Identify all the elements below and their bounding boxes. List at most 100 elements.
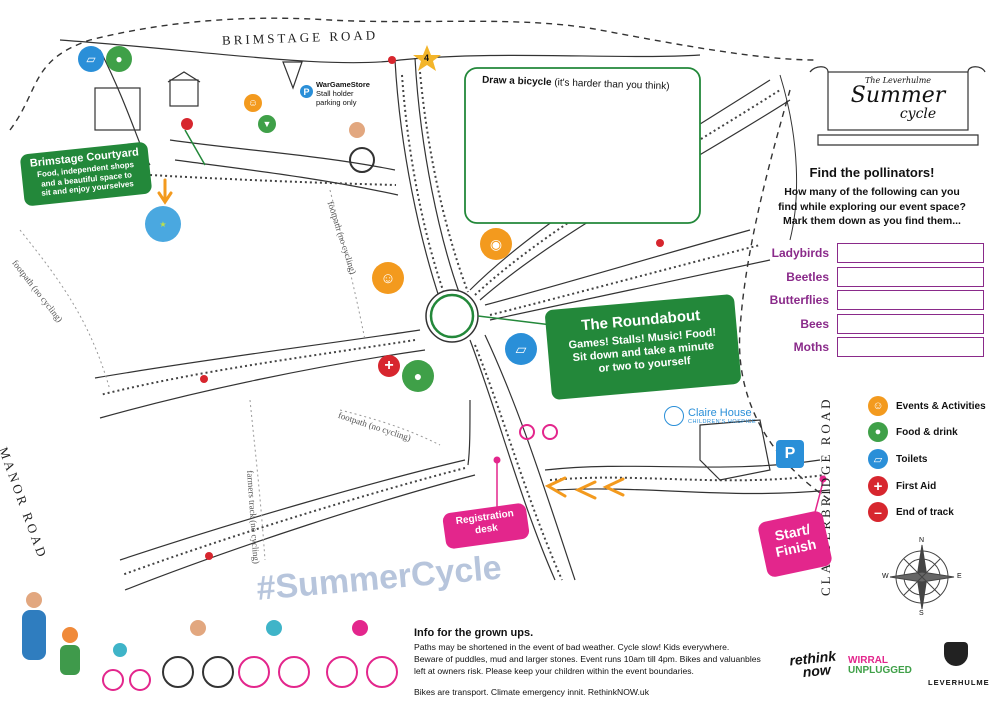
brimstage-road	[59, 39, 701, 64]
legend-toilets: ▱ Toilets	[868, 449, 927, 469]
food-drink-icon-centre: ●	[402, 360, 434, 392]
wirral-unplugged-badge: ★	[145, 206, 181, 242]
star-number: 4	[424, 53, 430, 63]
compass-rose	[889, 544, 955, 610]
draw-bicycle-box	[464, 67, 701, 224]
info-grown-ups: Info for the grown ups. Paths may be sho…	[414, 626, 784, 699]
claire-house-name: Claire House	[688, 407, 752, 419]
start-road-bottom	[554, 488, 831, 495]
pollinator-row-moths: Moths	[752, 337, 984, 357]
pollinator-row-beetles: Beetles	[752, 267, 984, 287]
unplugged-word: UNPLUGGED	[848, 665, 912, 676]
pollinator-count-field[interactable]	[837, 267, 984, 287]
route-arrows	[157, 178, 625, 500]
pollinator-row-bees: Bees	[752, 314, 984, 334]
pollinators-line2: find while exploring our event space?	[778, 200, 966, 213]
southwest-road-bottom	[124, 474, 476, 591]
bicycle-activity-icon: ◉	[480, 228, 512, 260]
pollinators-panel: Find the pollinators! How many of the fo…	[752, 165, 992, 229]
logo-pre: The Leverhulme	[864, 76, 932, 85]
logo-title2: cycle	[899, 106, 937, 122]
toilet-legend-icon: ▱	[868, 449, 888, 469]
wargamestore-label: WarGameStore Stall holder parking only	[316, 80, 370, 107]
legend-events-label: Events & Activities	[896, 400, 986, 412]
pollinator-row-ladybirds: Ladybirds	[752, 243, 984, 263]
pollinator-count-field[interactable]	[837, 243, 984, 263]
compass-w: W	[882, 573, 889, 580]
first-aid-icon: +	[378, 355, 400, 377]
triangle-green	[282, 61, 303, 90]
wirral-word: WIRRAL	[848, 655, 888, 666]
parking-icon: P	[776, 440, 804, 468]
pollinators-line3: Mark them down as you find them...	[783, 215, 961, 228]
house-roof	[167, 71, 201, 83]
events-icon-roundabout: ☺	[372, 262, 404, 294]
summer-cycle-scroll	[809, 66, 986, 146]
north-south-road-left	[394, 59, 441, 301]
end-of-track-markers	[200, 56, 664, 560]
info-line1: Paths may be shortened in the event of b…	[414, 642, 730, 653]
lower-west-link	[467, 399, 471, 466]
roundabout-callout: The Roundabout Games! Stalls! Music! Foo…	[544, 293, 742, 401]
food-legend-icon: ●	[868, 422, 888, 442]
southwest-road-top	[119, 459, 466, 561]
rethink-now-logo: rethink now	[789, 648, 838, 680]
pollinator-label: Bees	[800, 317, 829, 331]
northeast-plot	[779, 74, 798, 241]
compass-n: N	[919, 537, 925, 544]
south-road-right	[484, 334, 576, 581]
summer-cycle-logo: The Leverhulme Summer cycle	[835, 76, 961, 121]
event-boundary	[9, 17, 816, 131]
pollinator-count-field[interactable]	[837, 337, 984, 357]
pollinator-label: Moths	[793, 340, 829, 354]
legend-toilets-label: Toilets	[896, 453, 928, 465]
first-aid-legend-icon: +	[868, 476, 888, 496]
pink-pins	[493, 456, 827, 483]
legend-first-aid-label: First Aid	[896, 480, 937, 492]
pollinator-label: Butterflies	[769, 293, 829, 307]
north-south-road-right	[414, 57, 461, 296]
legend-food-label: Food & drink	[896, 426, 958, 438]
events-activities-icon: ☺	[244, 94, 262, 112]
events-legend-icon: ☺	[868, 396, 888, 416]
pollinator-row-butterflies: Butterflies	[752, 290, 984, 310]
info-line3: left at owners risk. Please keep your ch…	[414, 666, 694, 677]
house-building	[169, 79, 199, 107]
legend-end-track-label: End of track	[896, 506, 954, 518]
east-road-bottom	[489, 259, 771, 321]
pollinators-title: Find the pollinators!	[809, 165, 935, 180]
courtyard-leader	[184, 129, 206, 166]
stall-parking-line2: parking only	[316, 98, 357, 107]
legend-food: ● Food & drink	[868, 422, 958, 442]
people-figures	[22, 122, 375, 675]
cyclists-illustration	[102, 424, 558, 691]
pollinator-count-field[interactable]	[837, 290, 984, 310]
courtyard-link	[169, 139, 396, 171]
south-road-left	[469, 339, 556, 581]
star-marker	[413, 45, 441, 71]
leverhulme-logo-text: LEVERHULME	[928, 678, 990, 687]
claire-house-logo: Claire House CHILDREN'S HOSPICE	[664, 406, 756, 426]
ice-cream-icon: ▼	[258, 115, 276, 133]
courtyard-building	[94, 87, 141, 131]
info-title: Info for the grown ups.	[414, 627, 534, 639]
claire-house-subtitle: CHILDREN'S HOSPICE	[688, 419, 757, 425]
info-line4: Bikes are transport. Climate emergency i…	[414, 687, 649, 698]
event-boundary-right	[738, 89, 831, 501]
compass-s: S	[919, 610, 924, 617]
pollinator-count-field[interactable]	[837, 314, 984, 334]
west-road-bottom	[99, 349, 426, 419]
legend-end-track: –End of track	[868, 502, 954, 522]
parking-icon-small: P	[300, 85, 313, 98]
stall-parking-line1: Stall holder	[316, 89, 354, 98]
wirral-unplugged-logo: WIRRAL UNPLUGGED	[848, 656, 912, 676]
pollinator-label: Ladybirds	[771, 246, 829, 260]
compass-e: E	[957, 573, 962, 580]
footpaths	[19, 189, 441, 561]
legend-events: ☺ Events & Activities	[868, 396, 986, 416]
apple-icon	[181, 118, 193, 130]
roundabout-circle	[425, 289, 479, 343]
food-drink-icon: ●	[106, 46, 132, 72]
hedge-rows	[99, 71, 826, 581]
